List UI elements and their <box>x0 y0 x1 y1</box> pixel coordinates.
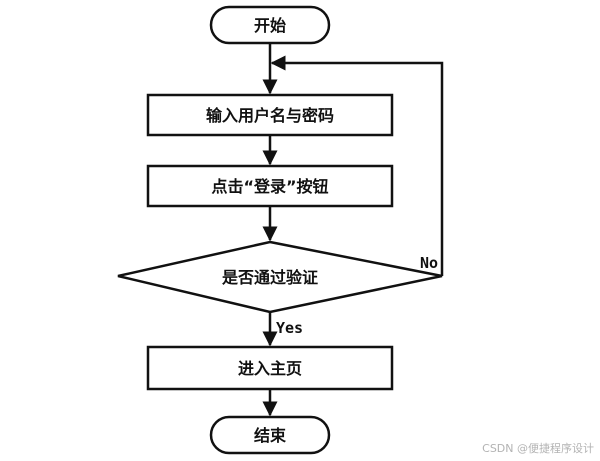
click-login-label: 点击“登录”按钮 <box>211 177 328 196</box>
yes-label: Yes <box>276 319 303 337</box>
input-credentials-box <box>146 93 394 137</box>
start-label: 开始 <box>254 16 286 35</box>
enter-home-label: 进入主页 <box>238 359 302 378</box>
no-label: No <box>420 254 438 272</box>
end-terminal <box>209 415 331 455</box>
verify-label: 是否通过验证 <box>221 268 318 287</box>
input-credentials-label: 输入用户名与密码 <box>206 106 334 125</box>
end-label: 结束 <box>253 426 287 445</box>
watermark-text: CSDN @便捷程序设计 <box>482 441 594 455</box>
edge-no-loop <box>270 55 444 276</box>
